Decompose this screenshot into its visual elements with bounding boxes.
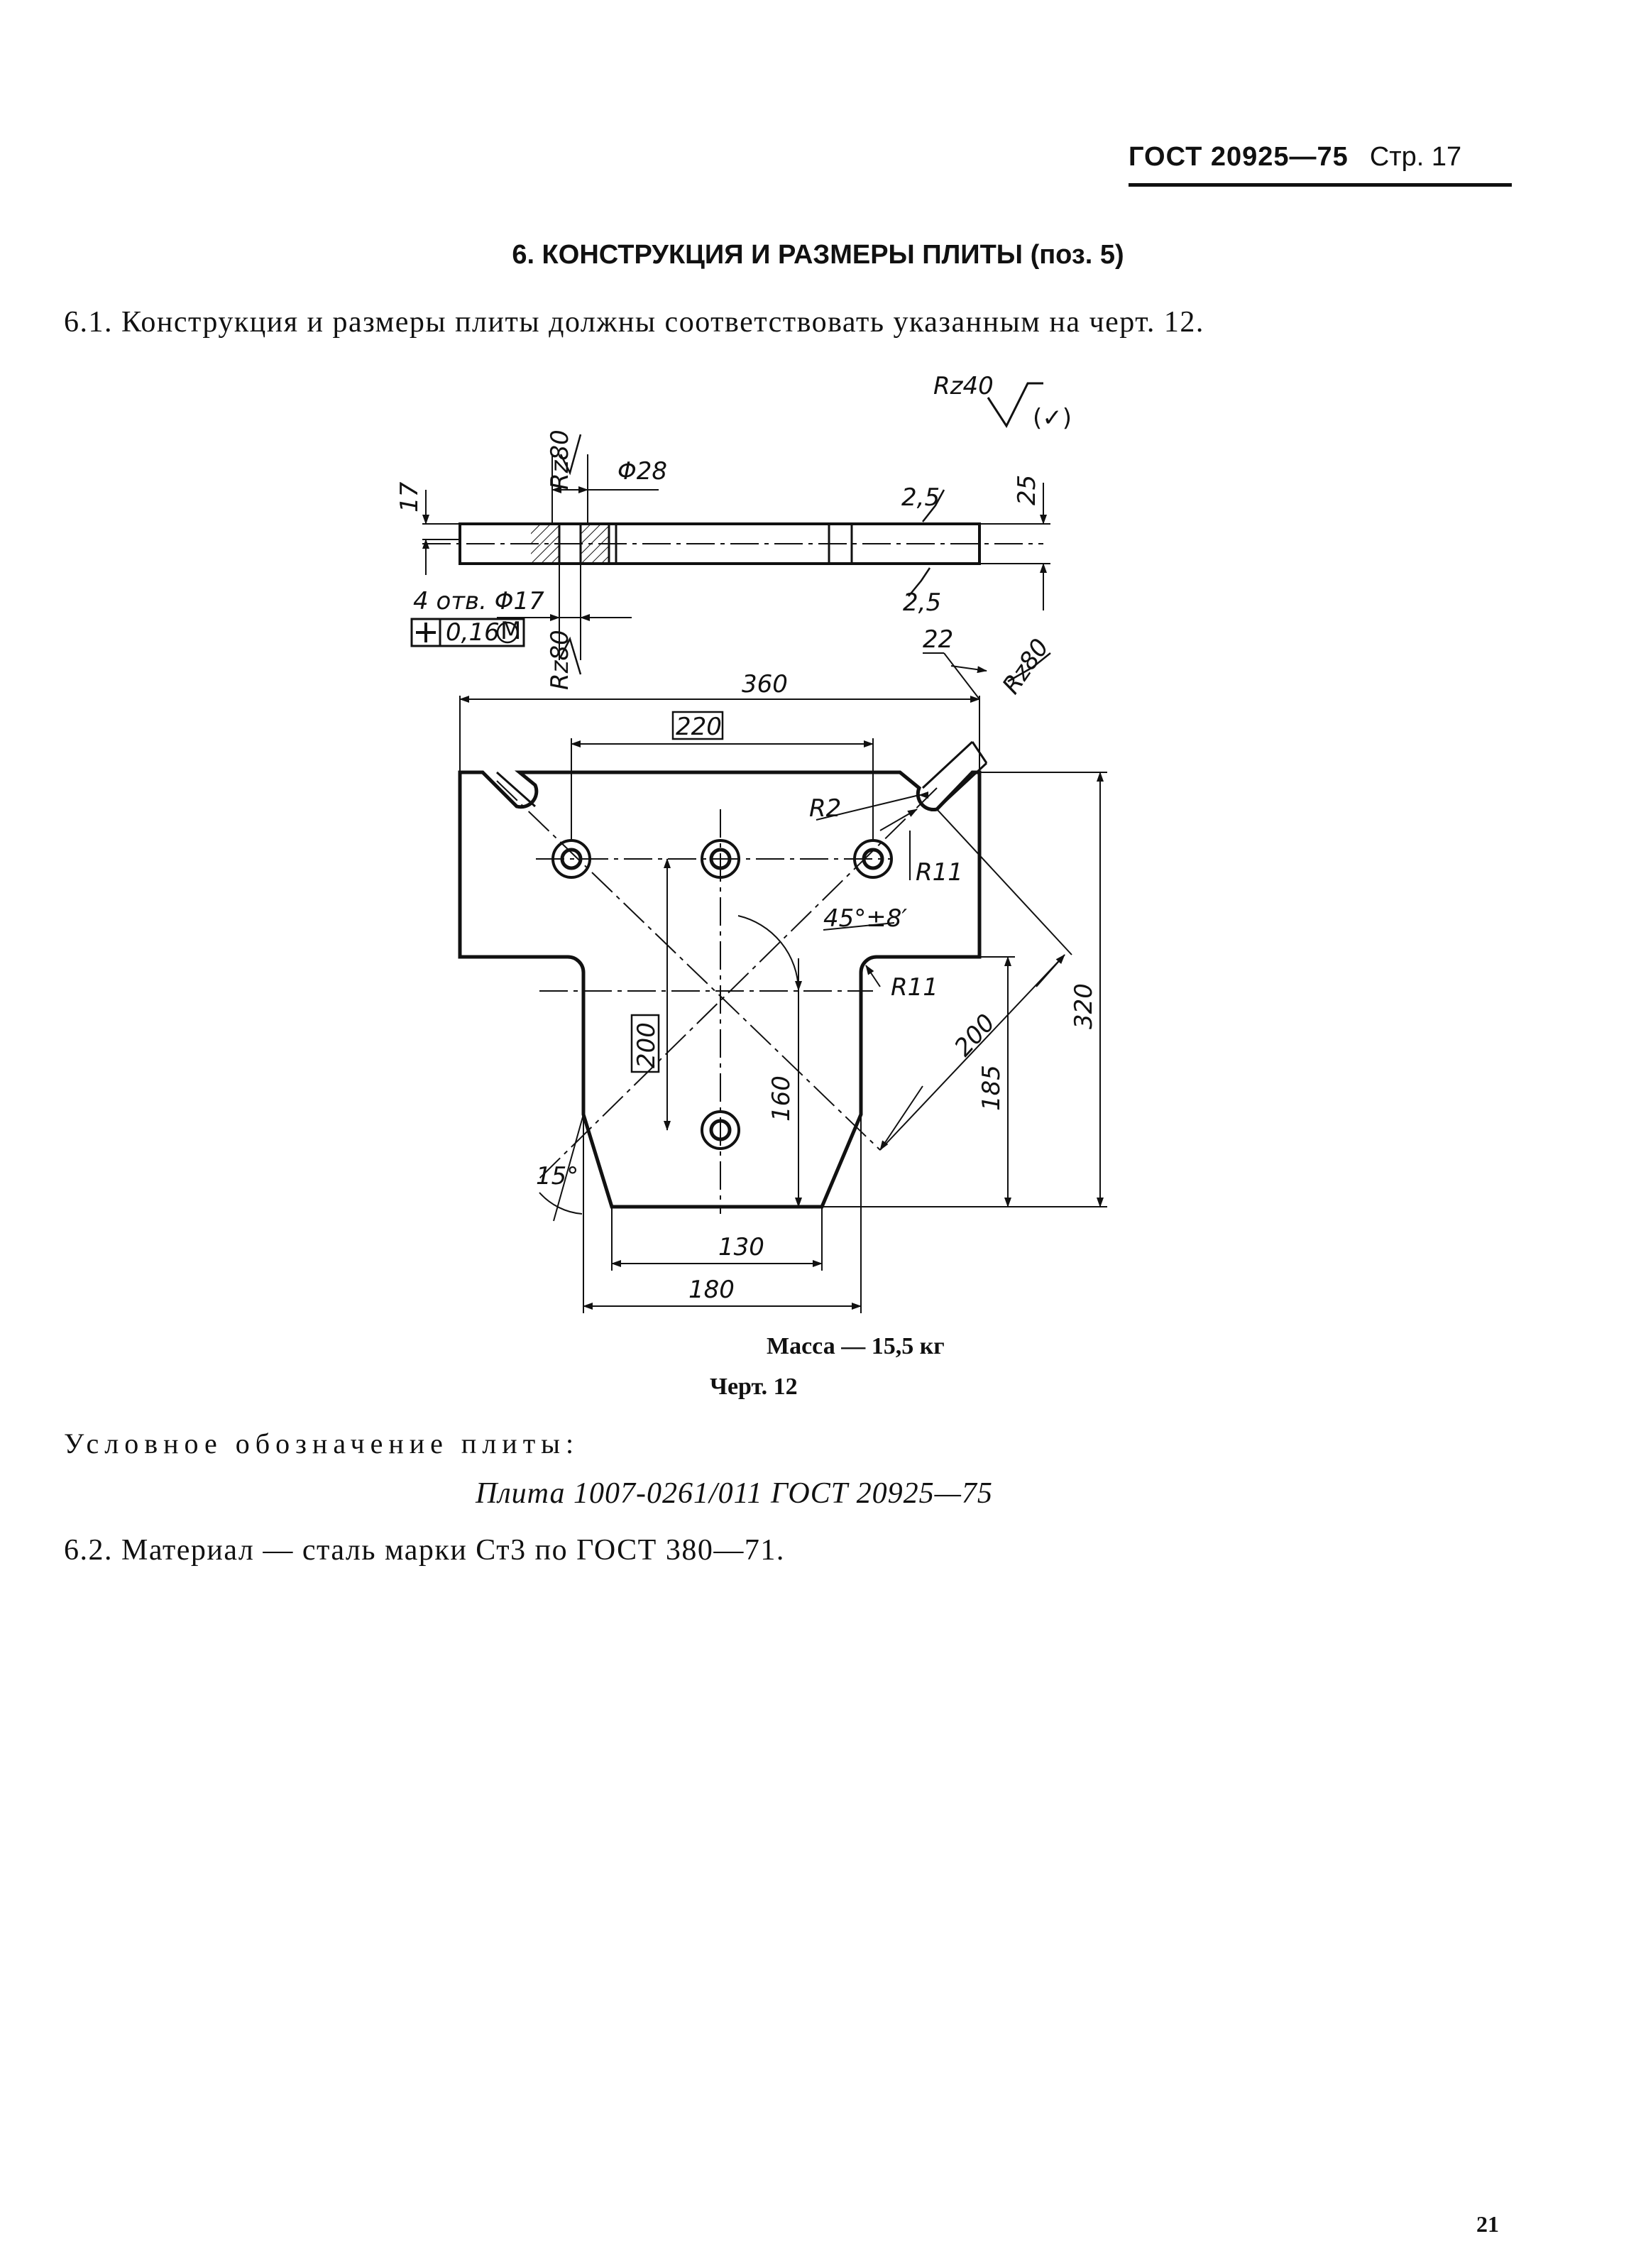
paragraph-6-2: 6.2. Материал — сталь марки Ст3 по ГОСТ … bbox=[64, 1534, 785, 1567]
position-tolerance-frame: 0,16 M bbox=[410, 617, 525, 647]
dim-angle-15: 15° bbox=[536, 1162, 578, 1190]
dim-R11-a: R11 bbox=[916, 858, 963, 887]
paragraph-6-1: 6.1. Конструкция и размеры плиты должны … bbox=[64, 306, 1204, 339]
plate-plan-view bbox=[458, 740, 988, 1214]
roughness-rz80-top: Rz80 bbox=[546, 429, 574, 490]
dim-200-diag: 200 bbox=[949, 1009, 1001, 1062]
holes-note: 4 отв. Φ17 bbox=[413, 587, 544, 615]
dim-220: 220 bbox=[676, 713, 722, 741]
svg-text:0,16: 0,16 bbox=[446, 618, 500, 647]
dim-180: 180 bbox=[688, 1276, 735, 1304]
svg-text:M: M bbox=[500, 617, 521, 645]
dim-360: 360 bbox=[742, 670, 788, 699]
svg-text:Rz40: Rz40 bbox=[933, 372, 994, 400]
dim-17: 17 bbox=[395, 481, 424, 513]
figure-caption: Черт. 12 bbox=[710, 1374, 798, 1400]
designation-label: Условное обозначение плиты: bbox=[64, 1428, 580, 1459]
standard-number: ГОСТ 20925—75 bbox=[1129, 142, 1349, 172]
dim-R11-b: R11 bbox=[891, 973, 938, 1002]
page-header: ГОСТ 20925—75 Стр. 17 bbox=[1129, 142, 1461, 172]
page-number: 21 bbox=[1476, 2211, 1499, 2237]
designation-value: Плита 1007-0261/011 ГОСТ 20925—75 bbox=[476, 1477, 993, 1510]
roughness-rz80-slot: Rz80 bbox=[997, 634, 1055, 699]
section-title: 6. КОНСТРУКЦИЯ И РАЗМЕРЫ ПЛИТЫ (поз. 5) bbox=[512, 240, 1124, 270]
page-label: Стр. 17 bbox=[1369, 142, 1462, 172]
plate-section-view bbox=[422, 434, 1050, 675]
dim-angle-45: 45°±8′ bbox=[823, 904, 907, 933]
mounting-holes bbox=[551, 839, 893, 1150]
dim-22: 22 bbox=[923, 625, 953, 654]
roughness-rz80-bottom: Rz80 bbox=[546, 630, 574, 690]
dim-200-box: 200 bbox=[632, 1022, 661, 1068]
dim-d28: Φ28 bbox=[617, 457, 667, 486]
roughness-general-mark: Rz40 (✓) bbox=[933, 372, 1072, 432]
dim-chamfer-bottom: 2,5 bbox=[903, 588, 941, 617]
mass-note: Масса — 15,5 кг bbox=[767, 1333, 945, 1359]
plan-dimensions bbox=[459, 652, 1107, 1313]
header-rule bbox=[1129, 183, 1512, 187]
dim-R2: R2 bbox=[809, 794, 841, 823]
dim-320: 320 bbox=[1070, 983, 1098, 1029]
dim-185: 185 bbox=[977, 1065, 1006, 1111]
technical-drawing: Rz40 (✓) Φ2 bbox=[395, 372, 1107, 1313]
dim-130: 130 bbox=[718, 1233, 764, 1261]
dim-chamfer-top: 2,5 bbox=[901, 483, 940, 512]
dim-25: 25 bbox=[1013, 475, 1041, 505]
svg-text:(✓): (✓) bbox=[1033, 404, 1072, 432]
dim-160: 160 bbox=[767, 1075, 796, 1122]
